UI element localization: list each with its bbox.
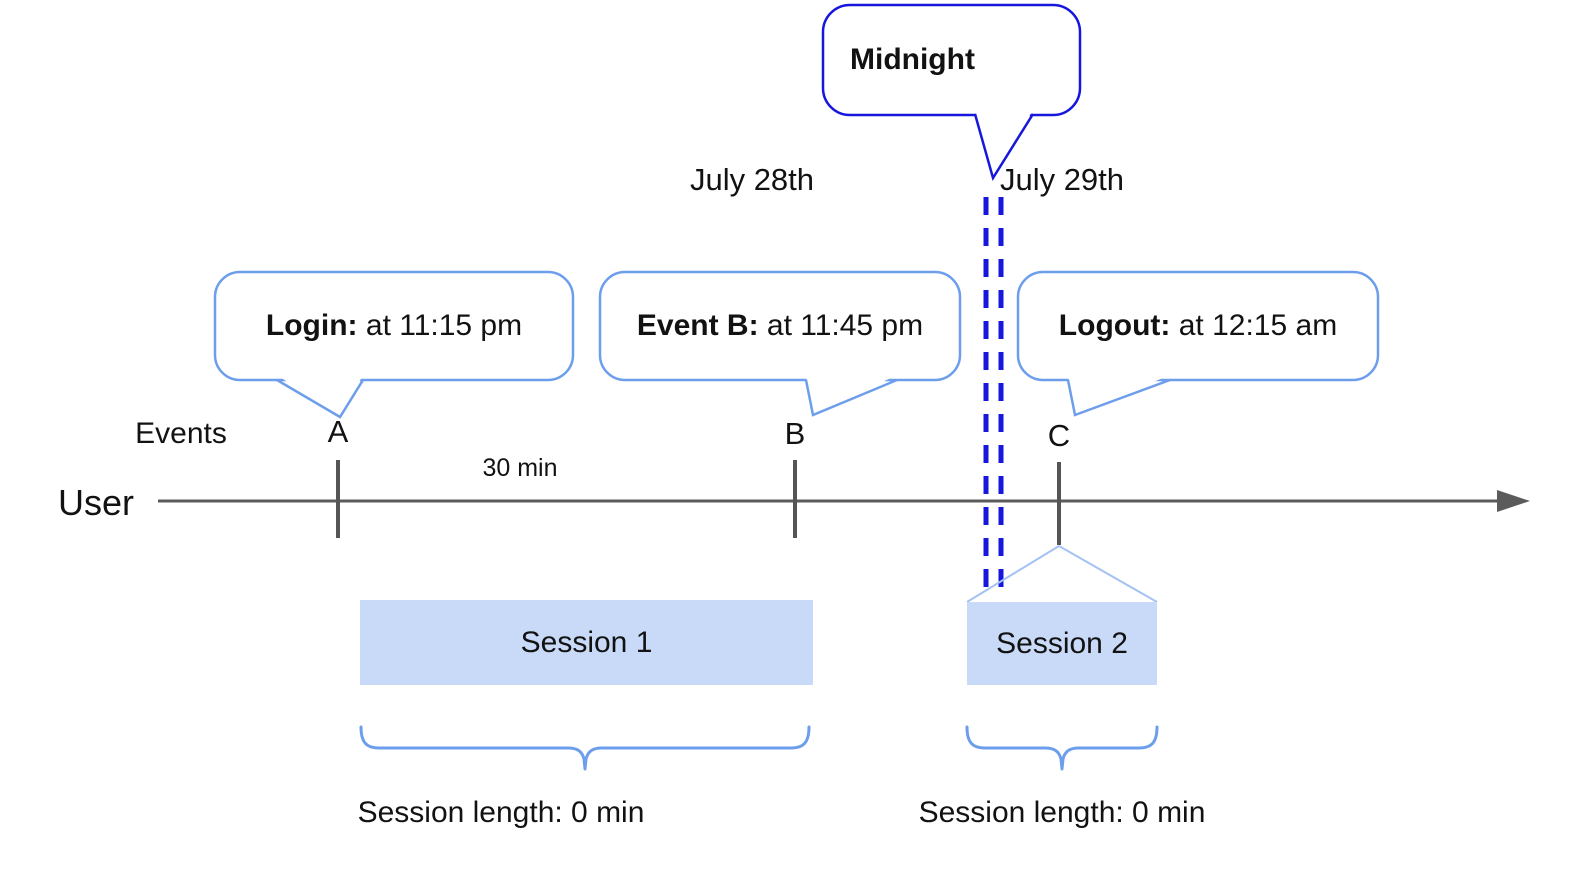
session2-box: Session 2 — [967, 602, 1157, 685]
midnight-bubble-body — [821, 3, 1082, 117]
interval-30min-label: 30 min — [482, 454, 558, 482]
timeline-arrowhead-icon — [1497, 490, 1530, 512]
event-b-mark-label: B — [784, 416, 806, 451]
session1-brace — [359, 725, 811, 771]
event-b-bubble-text-rest: at 11:45 pm — [758, 309, 924, 342]
login-bubble-text-bold: Login: — [265, 309, 358, 342]
event-b-bubble — [598, 270, 962, 417]
event-c-mark-label: C — [1047, 418, 1071, 453]
event-b-bubble-text: Event B: at 11:45 pm — [600, 272, 960, 380]
login-bubble — [213, 270, 575, 419]
login-bubble-text: Login: at 11:15 pm — [215, 272, 573, 380]
login-bubble-text-rest: at 11:15 pm — [357, 309, 523, 342]
midnight-bubble-tail — [973, 113, 1035, 182]
session1-length-label: Session length: 0 min — [357, 796, 645, 829]
logout-bubble-text: Logout: at 12:15 am — [1018, 272, 1378, 380]
midnight-label: Midnight — [850, 43, 975, 76]
logout-bubble-body — [1016, 270, 1380, 382]
event-b-bubble-text-bold: Event B: — [636, 309, 759, 342]
logout-bubble-tail — [1066, 378, 1171, 417]
event-a-mark-label: A — [327, 414, 349, 449]
date-july-29-label: July 29th — [999, 162, 1125, 197]
event-b-bubble-tail-mask — [806, 375, 897, 415]
session2-connector-left — [966, 545, 1060, 603]
logout-bubble — [1016, 270, 1380, 417]
midnight-bubble — [821, 3, 1082, 182]
login-bubble-body — [213, 270, 575, 382]
event-b-bubble-tail — [804, 378, 898, 417]
session2-length-label: Session length: 0 min — [918, 796, 1206, 829]
event-b-bubble-body — [598, 270, 962, 382]
session2-brace — [965, 725, 1159, 771]
session2-connector-right — [1058, 545, 1158, 603]
logout-bubble-text-rest: at 12:15 am — [1170, 309, 1338, 342]
date-july-28-label: July 28th — [689, 162, 815, 197]
logout-bubble-tail-mask — [1068, 375, 1170, 415]
logout-bubble-text-bold: Logout: — [1058, 309, 1171, 342]
events-axis-label: Events — [135, 417, 227, 450]
session1-box: Session 1 — [360, 600, 813, 685]
user-axis-label: User — [57, 482, 134, 523]
login-bubble-tail — [276, 378, 365, 419]
login-bubble-tail-mask — [277, 375, 363, 417]
